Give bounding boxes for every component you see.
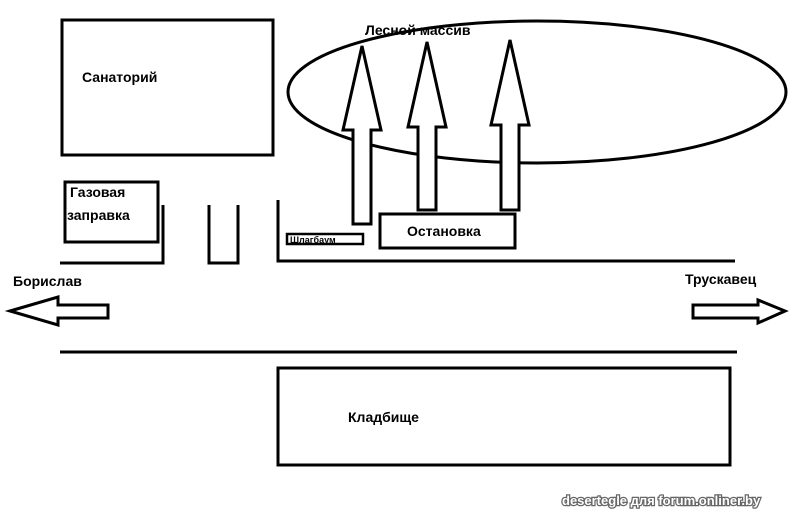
arrow-left-icon <box>4 295 110 327</box>
gas-station <box>63 180 160 244</box>
gas-station-label-2: заправка <box>67 207 130 223</box>
barrier <box>285 232 365 246</box>
road-edge-top <box>276 200 735 263</box>
truskavets-label: Трускавец <box>685 271 757 287</box>
forest-label: Лесной массив <box>365 22 471 38</box>
road-edge-left <box>60 205 165 265</box>
bus-stop <box>378 212 517 250</box>
cemetery-label: Кладбище <box>348 409 419 425</box>
cemetery <box>276 366 732 467</box>
arrow-up-icon <box>489 39 531 212</box>
boryslav-label: Борислав <box>13 273 82 289</box>
arrow-up-icon <box>341 45 383 226</box>
barrier-label: Шлагбаум <box>290 235 336 245</box>
arrow-right-icon <box>691 297 789 326</box>
arrow-up-icon <box>406 41 448 212</box>
watermark: desertegle для forum.onliner.by <box>562 493 761 508</box>
gas-station-label-1: Газовая <box>70 184 125 200</box>
bus-stop-label: Остановка <box>407 223 481 239</box>
sanatorium-label: Санаторий <box>82 69 157 85</box>
forest-area <box>286 19 788 165</box>
sanatorium-building <box>60 18 275 157</box>
side-road <box>207 205 240 265</box>
